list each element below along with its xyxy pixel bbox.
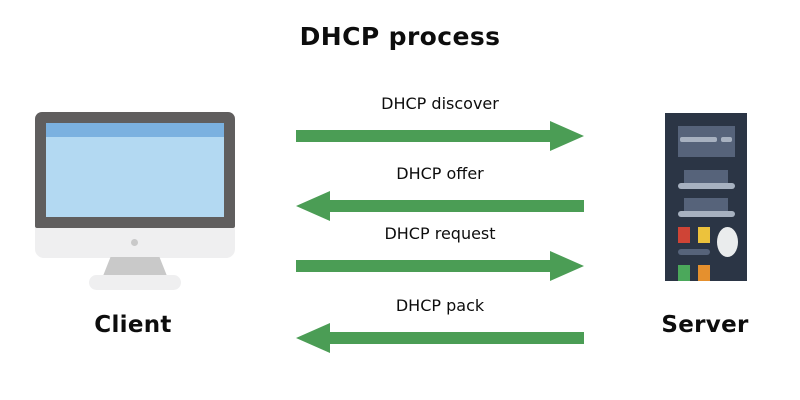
monitor-screen <box>46 123 224 217</box>
arrow-right-icon <box>296 120 584 152</box>
client-label: Client <box>94 312 172 338</box>
arrow-left-icon <box>296 190 584 222</box>
client-monitor-icon <box>35 112 235 290</box>
server-divider-bar <box>678 249 710 255</box>
message-label: DHCP discover <box>381 94 499 113</box>
monitor-indicator-dot <box>131 239 138 246</box>
monitor-titlebar <box>46 123 224 137</box>
message-label: DHCP request <box>384 224 496 243</box>
server-drive-bay-lip <box>678 211 735 217</box>
page-title: DHCP process <box>299 22 501 51</box>
server-drive-bay <box>684 170 728 185</box>
server-top-band-right <box>721 137 732 142</box>
server-led-green <box>678 265 690 281</box>
message-row: DHCP discover <box>296 94 584 152</box>
server-led-orange <box>698 265 710 281</box>
server-tower-icon <box>665 113 747 281</box>
message-row: DHCP offer <box>296 164 584 222</box>
arrow-left-icon <box>296 322 584 354</box>
message-row: DHCP pack <box>296 296 584 354</box>
server-led-red <box>678 227 690 243</box>
monitor-stand-base <box>89 275 181 290</box>
message-row: DHCP request <box>296 224 584 282</box>
message-label: DHCP offer <box>396 164 484 183</box>
server-top-band-left <box>680 137 717 142</box>
server-power-button-icon <box>717 227 738 257</box>
server-drive-bay <box>684 198 728 213</box>
server-led-yellow <box>698 227 710 243</box>
server-label: Server <box>661 312 749 338</box>
server-drive-bay-lip <box>678 183 735 189</box>
monitor-bezel <box>35 112 235 228</box>
arrow-right-icon <box>296 250 584 282</box>
message-label: DHCP pack <box>395 296 485 315</box>
